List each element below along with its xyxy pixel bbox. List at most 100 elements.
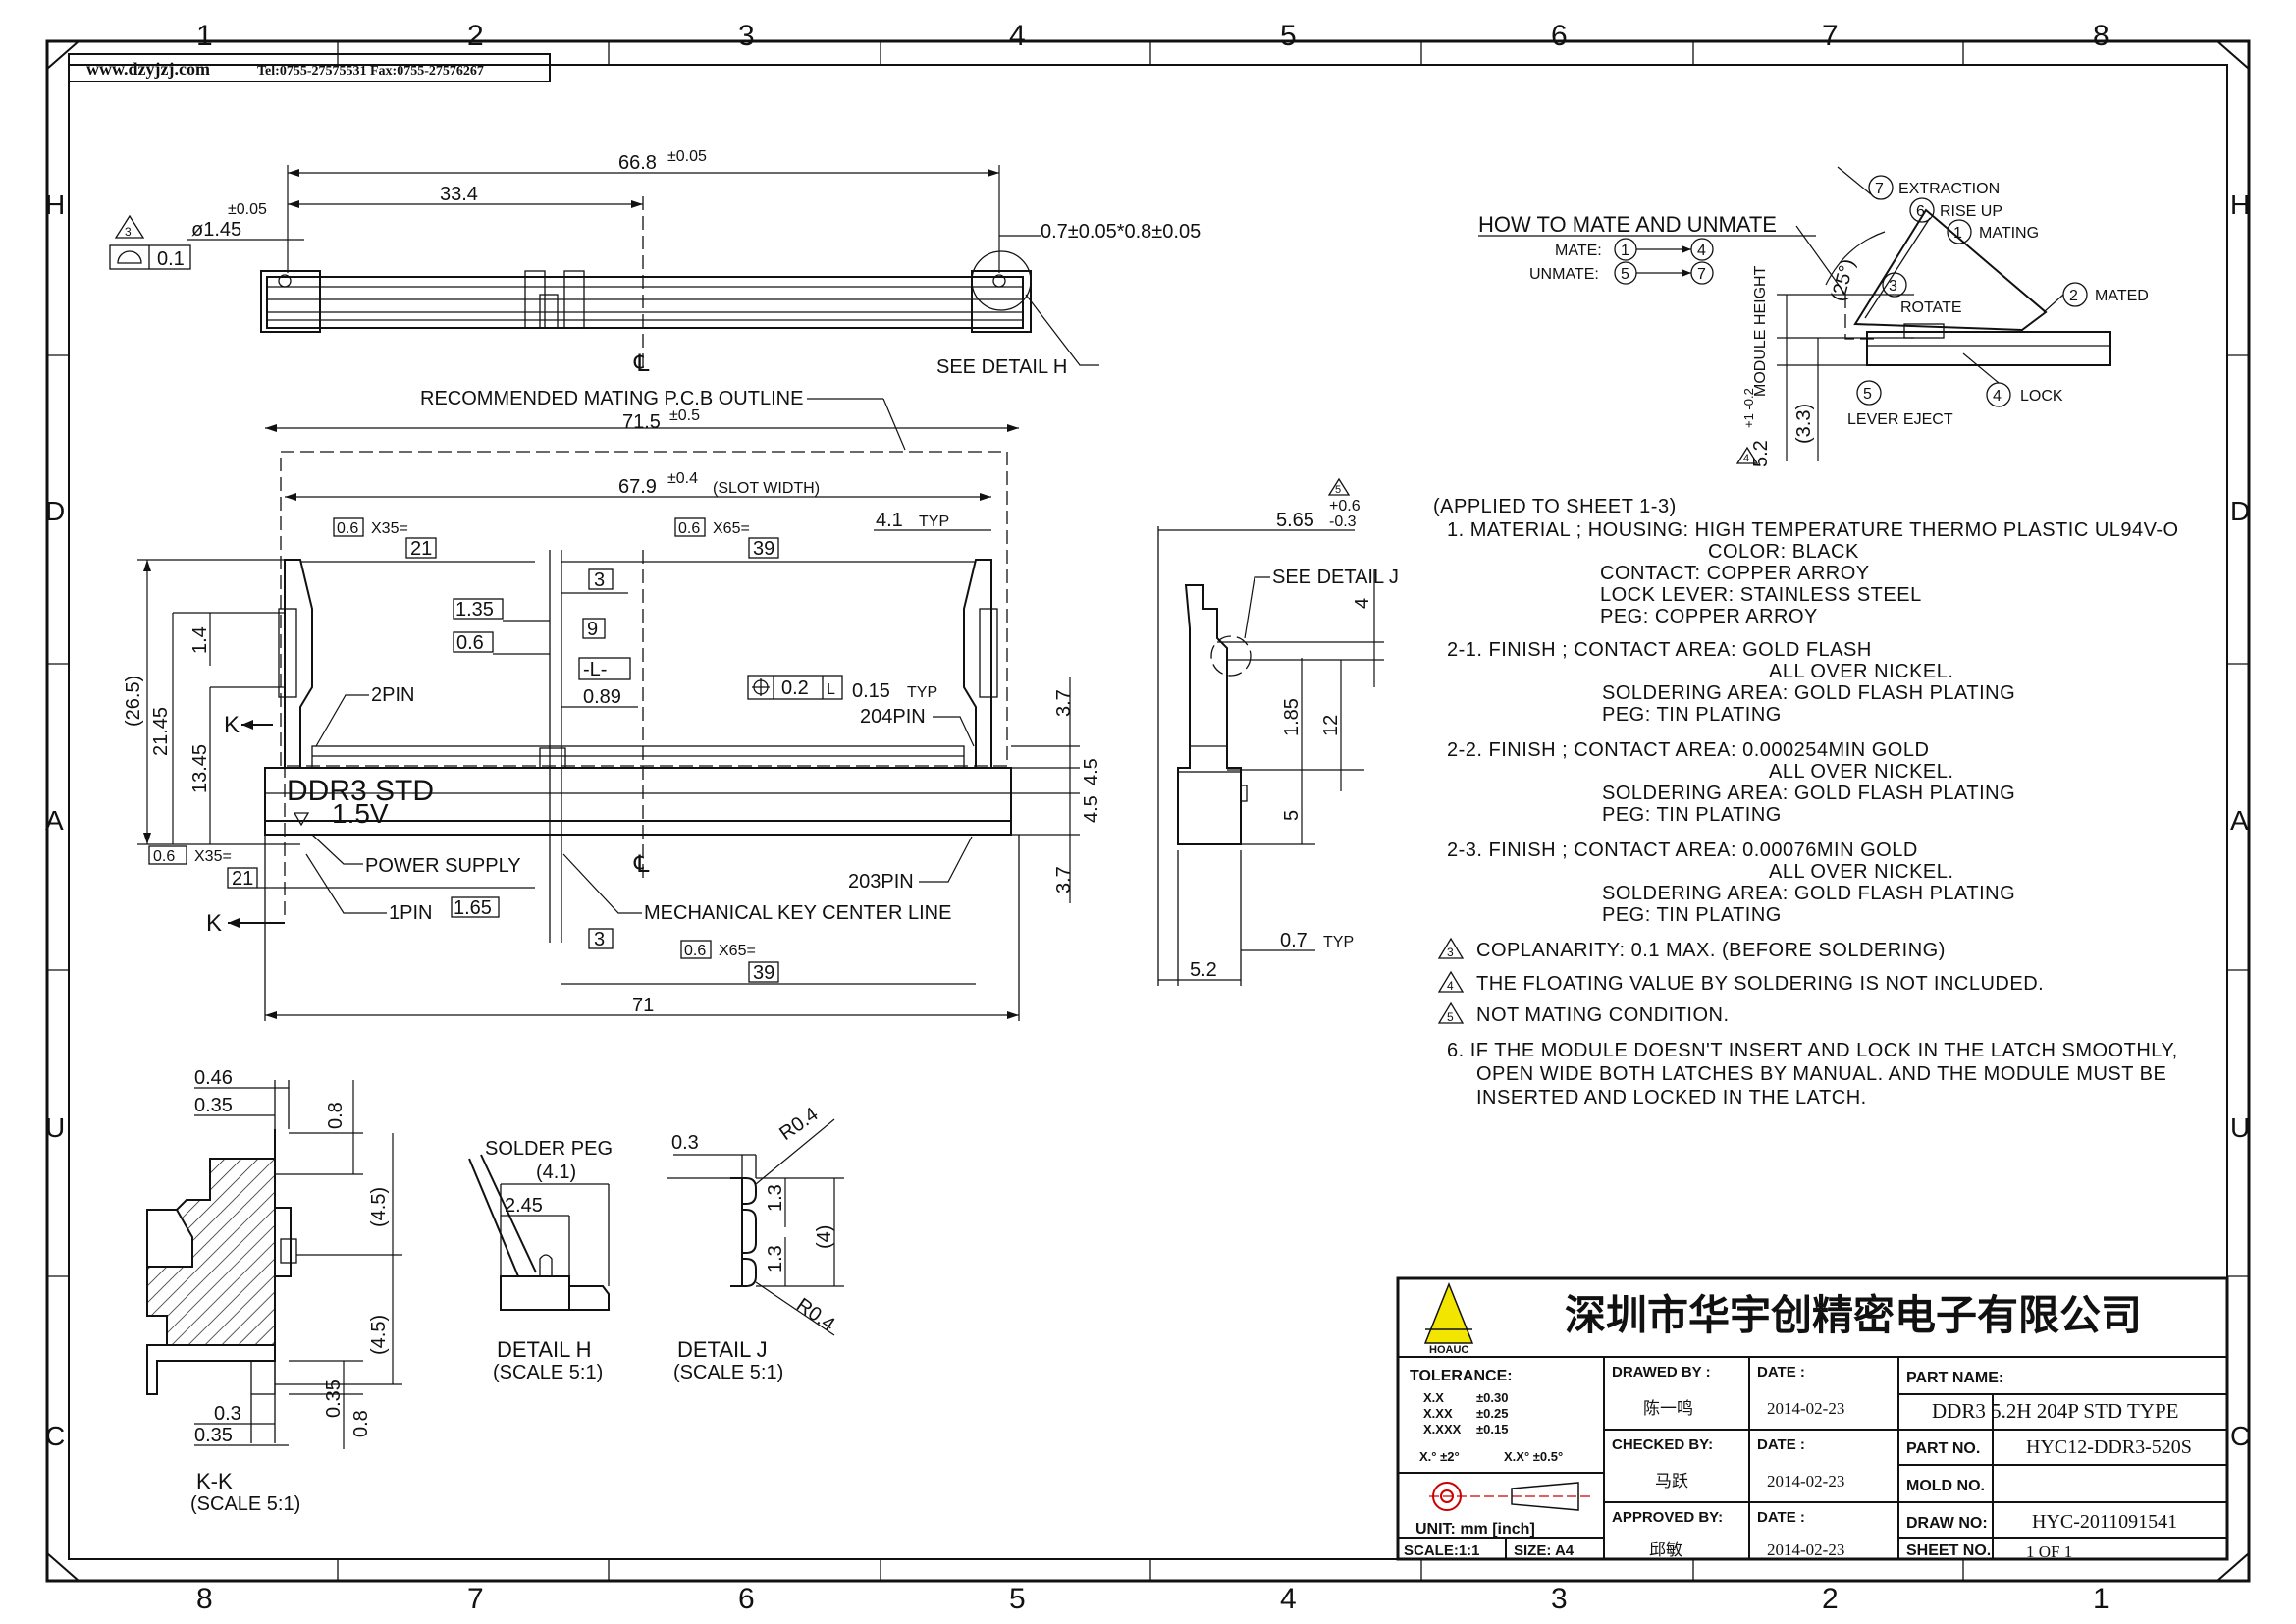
note-line-18: COPLANARITY: 0.1 MAX. (BEFORE SOLDERING) xyxy=(1476,940,1946,961)
box-9: 9 xyxy=(587,619,598,640)
dim-4-5-b: 4.5 xyxy=(1081,795,1102,823)
draw-no: HYC-2011091541 xyxy=(2032,1511,2177,1533)
projection-symbol-icon xyxy=(1429,1482,1594,1511)
detail-j-1-3-a: 1.3 xyxy=(765,1184,786,1212)
step-7-num: 7 xyxy=(1875,181,1884,197)
top-col-3: 3 xyxy=(738,20,755,52)
dim-66-8-tol: ±0.05 xyxy=(667,148,707,165)
dim-66-8: 66.8 xyxy=(618,152,657,174)
pcb-outline-label: RECOMMENDED MATING P.C.B OUTLINE xyxy=(420,388,803,409)
bottom-box-3: 3 xyxy=(594,929,605,950)
kk-0-35-a: 0.35 xyxy=(194,1095,233,1116)
detail-h-peg: SOLDER PEG xyxy=(485,1138,613,1160)
position-tol: 0.2 xyxy=(781,677,809,699)
pitch-a: 0.6 xyxy=(337,520,358,537)
date-label-1: DATE : xyxy=(1757,1364,1805,1380)
kk-0-46: 0.46 xyxy=(194,1067,233,1089)
bottom-count-2: X65= xyxy=(719,943,756,959)
note-flag-4: 4 xyxy=(1447,979,1454,993)
note-line-19: THE FLOATING VALUE BY SOLDERING IS NOT I… xyxy=(1476,973,2044,995)
unmate-from: 5 xyxy=(1621,266,1629,283)
box-39: 39 xyxy=(753,538,774,560)
kk-scale: (SCALE 5:1) xyxy=(190,1493,300,1515)
unmate-label: UNMATE: xyxy=(1529,266,1599,283)
detail-j-1-3-b: 1.3 xyxy=(765,1245,786,1272)
top-col-6: 6 xyxy=(1551,20,1568,52)
note-line-15: ALL OVER NICKEL. xyxy=(1769,861,1953,883)
step-5-num: 5 xyxy=(1863,386,1872,403)
position-datum: L xyxy=(827,681,835,698)
mate-label: MATE: xyxy=(1555,243,1602,259)
dim-3-7-b: 3.7 xyxy=(1053,866,1075,893)
step-3-label: ROTATE xyxy=(1900,299,1962,316)
bottom-col-1: 1 xyxy=(2093,1583,2109,1615)
step-4-label: LOCK xyxy=(2020,388,2063,405)
part-name: DDR3 5.2H 204P STD TYPE xyxy=(1932,1399,2178,1423)
tol-1-val: ±0.30 xyxy=(1476,1390,1508,1405)
approved-by-name: 邱敏 xyxy=(1649,1541,1682,1559)
datum-L: -L- xyxy=(583,659,607,680)
volt-label: 1.5V xyxy=(332,798,389,829)
notes: (APPLIED TO SHEET 1-3) 1. MATERIAL ; HOU… xyxy=(1433,496,2178,1109)
h-3-3: (3.3) xyxy=(1793,404,1815,444)
bottom-col-6: 6 xyxy=(738,1583,755,1615)
kk-0-3: 0.3 xyxy=(214,1403,241,1425)
note-line-7: ALL OVER NICKEL. xyxy=(1769,661,1953,682)
tol-angle-2: X.X° ±0.5° xyxy=(1504,1449,1563,1464)
row-A-right: A xyxy=(2230,805,2249,836)
count-b: X65= xyxy=(713,520,750,537)
unit-label: UNIT: mm [inch] xyxy=(1415,1521,1535,1538)
header-box: www.dzyjzj.com Tel:0755-27575531 Fax:075… xyxy=(68,53,551,82)
detail-h-title: DETAIL H xyxy=(497,1337,592,1362)
tol-1-key: X.X xyxy=(1423,1390,1444,1405)
center-mark-front: ℄ xyxy=(633,851,650,878)
logo-text: HOAUC xyxy=(1429,1344,1468,1356)
flatness-value: 0.1 xyxy=(157,248,185,270)
dim-71-5-tol: ±0.5 xyxy=(669,407,700,424)
see-detail-j: SEE DETAIL J xyxy=(1272,567,1399,588)
company-logo: HOAUC xyxy=(1423,1281,1474,1356)
draw-no-label: DRAW NO: xyxy=(1906,1515,1988,1532)
top-col-4: 4 xyxy=(1009,20,1026,52)
note-line-13: PEG: TIN PLATING xyxy=(1602,804,1782,826)
dim-5-65: 5.65 xyxy=(1276,510,1314,531)
part-no: HYC12-DDR3-520S xyxy=(2026,1436,2192,1458)
row-H-right: H xyxy=(2230,189,2250,220)
note-line-8: SOLDERING AREA: GOLD FLASH PLATING xyxy=(1602,682,2015,704)
front-view: ℄ DDR3 STD 1.5V 71.5 ±0.5 RECOMMENDED MA… xyxy=(123,388,1102,1021)
part-no-label: PART NO. xyxy=(1906,1440,1980,1457)
detail-h: SOLDER PEG (4.1) 2.45 DETAIL H (SCALE 5:… xyxy=(468,1138,613,1383)
dim-5-2-side: 5.2 xyxy=(1190,959,1217,981)
row-A-left: A xyxy=(45,805,64,836)
row-U-right: U xyxy=(2230,1112,2250,1143)
tolerance-label: TOLERANCE: xyxy=(1410,1368,1513,1384)
title-block: HOAUC 深圳市华宇创精密电子有限公司 TOLERANCE: X.X ±0.3… xyxy=(1396,1276,2229,1561)
pin-2: 2PIN xyxy=(371,684,414,706)
note-line-5: PEG: COPPER ARROY xyxy=(1600,606,1818,627)
dim-4-side: 4 xyxy=(1352,598,1373,609)
approved-by-label: APPROVED BY: xyxy=(1612,1509,1723,1526)
top-col-2: 2 xyxy=(467,20,484,52)
border-frame: 1 2 3 4 5 6 7 8 8 7 6 5 4 3 2 1 H D A U … xyxy=(45,20,2251,1615)
bottom-pitch: 0.6 xyxy=(153,848,175,865)
tol-2-val: ±0.25 xyxy=(1476,1406,1508,1421)
kk-title: K-K xyxy=(196,1469,233,1493)
mate-from: 1 xyxy=(1621,243,1629,259)
detail-j-r-top: R0.4 xyxy=(775,1104,822,1145)
bottom-col-2: 2 xyxy=(1822,1583,1839,1615)
module-height: MODULE HEIGHT xyxy=(1752,265,1769,397)
section-k-top: K xyxy=(224,712,240,738)
angle-25: (25°) xyxy=(1828,257,1860,304)
mate-to: 4 xyxy=(1697,243,1706,259)
dim-0-15: 0.15 xyxy=(852,680,890,702)
center-mark-top: ℄ xyxy=(633,351,650,377)
website-link[interactable]: www.dzyjzj.com xyxy=(86,59,210,79)
dim-1-4: 1.4 xyxy=(189,626,211,654)
step-5-label: LEVER EJECT xyxy=(1847,411,1953,428)
step-7-label: EXTRACTION xyxy=(1898,181,2000,197)
tol-3-key: X.XXX xyxy=(1423,1422,1462,1436)
dim-hole-tol: ±0.05 xyxy=(228,201,267,218)
dim-71: 71 xyxy=(632,995,654,1016)
sheet-label: SHEET NO. xyxy=(1906,1543,1991,1559)
